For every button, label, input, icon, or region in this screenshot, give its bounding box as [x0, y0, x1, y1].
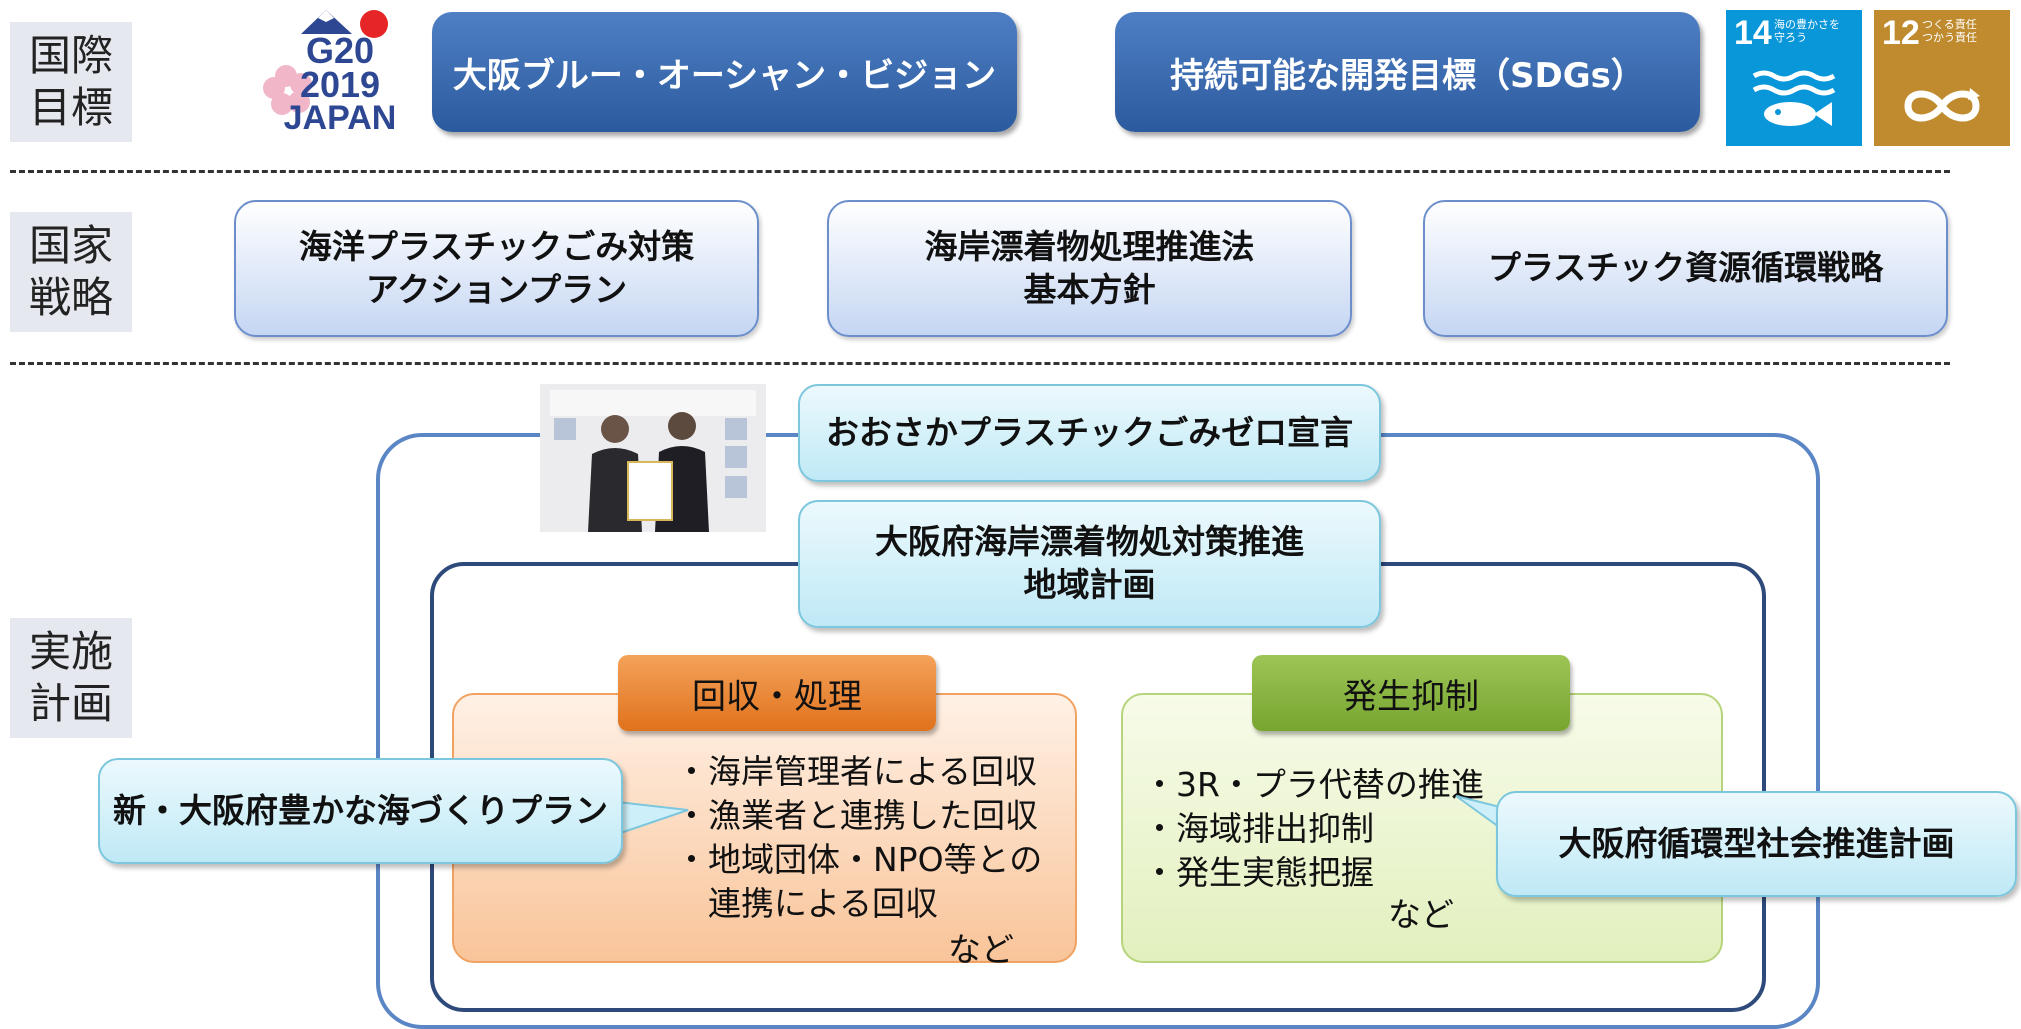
collection-item: ・漁業者と連携した回収	[675, 796, 1038, 835]
row-label-national: 国家 戦略	[10, 212, 132, 332]
collection-item: 連携による回収	[675, 884, 939, 923]
collection-item: ・海岸管理者による回収	[675, 752, 1038, 791]
prevention-item: ・発生実態把握	[1143, 853, 1374, 892]
sdg-12-label: つくる責任 つかう責任	[1922, 18, 1977, 44]
marine-plastic-action-plan: 海洋プラスチックごみ対策 アクションプラン	[234, 200, 759, 337]
prevention-item: ・海域排出抑制	[1143, 809, 1374, 848]
fish-icon	[1752, 70, 1836, 126]
sdg-14-label: 海の豊かさを 守ろう	[1774, 18, 1840, 44]
prevention-item: ・3R・プラ代替の推進	[1143, 765, 1484, 804]
collection-tab: 回収・処理	[618, 655, 936, 731]
sdg-12-tile: 12 つくる責任 つかう責任	[1874, 10, 2010, 146]
coastal-debris-basic-policy: 海岸漂着物処理推進法 基本方針	[827, 200, 1352, 337]
separator-1	[10, 170, 1950, 173]
sdg-12-number: 12	[1882, 14, 1920, 52]
osaka-blue-ocean-vision: 大阪ブルー・オーシャン・ビジョン	[432, 12, 1017, 132]
collection-list: ・海岸管理者による回収 ・漁業者と連携した回収 ・地域団体・NPO等との 連携に…	[675, 750, 1042, 926]
g20-country: JAPAN	[283, 99, 397, 138]
regional-coastal-debris-plan: 大阪府海岸漂着物処対策推進 地域計画	[798, 500, 1381, 628]
collection-item: ・地域団体・NPO等との	[675, 840, 1043, 879]
osaka-rich-sea-plan-callout: 新・大阪府豊かな海づくりプラン	[98, 758, 623, 864]
prevention-tab: 発生抑制	[1252, 655, 1570, 731]
sdg-14-number: 14	[1734, 14, 1772, 52]
prevention-list: ・3R・プラ代替の推進 ・海域排出抑制 ・発生実態把握	[1143, 763, 1484, 895]
sdgs-goal: 持続可能な開発目標（SDGs）	[1115, 12, 1700, 132]
plastic-resource-circulation-strategy: プラスチック資源循環戦略	[1423, 200, 1948, 337]
g20-logo: G20 2019 JAPAN	[256, 4, 416, 136]
ceremony-photo-image	[540, 384, 766, 532]
declaration-photo	[540, 384, 766, 532]
row-label-implementation: 実施 計画	[10, 618, 132, 738]
g20-emblem-icon	[263, 10, 388, 115]
collection-etc: など	[948, 930, 1014, 969]
separator-2	[10, 362, 1950, 365]
osaka-recycling-society-plan-callout: 大阪府循環型社会推進計画	[1496, 791, 2017, 897]
prevention-etc: など	[1388, 895, 1454, 934]
g20-text: G20	[305, 30, 375, 71]
row-label-international: 国際 目標	[10, 22, 132, 142]
g20-year: 2019	[299, 64, 381, 106]
sdg-14-tile: 14 海の豊かさを 守ろう	[1726, 10, 1862, 146]
infinity-icon	[1904, 88, 1980, 122]
osaka-plastic-zero-declaration: おおさかプラスチックごみゼロ宣言	[798, 384, 1381, 482]
